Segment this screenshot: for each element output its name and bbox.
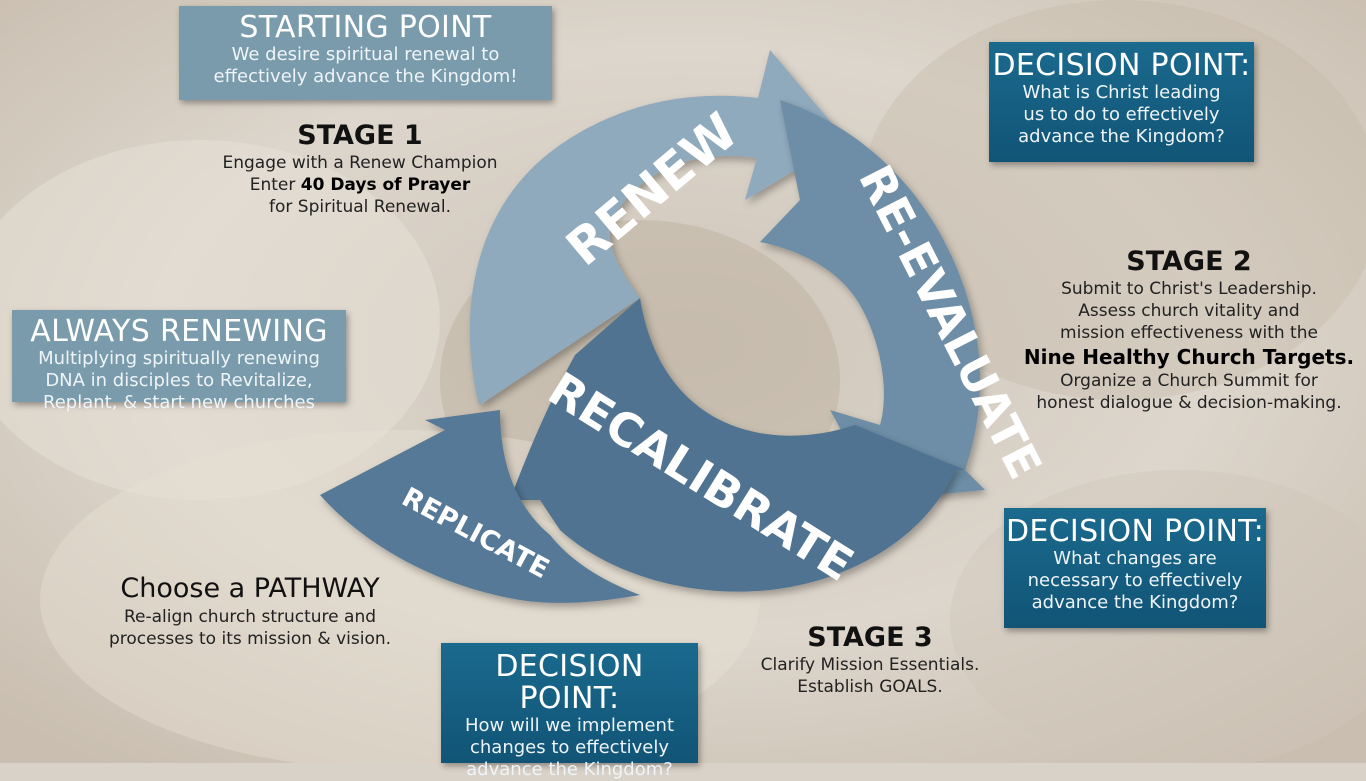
stage-2-line-6: honest dialogue & decision-making.	[1036, 393, 1342, 413]
starting-point-title: STARTING POINT	[239, 10, 492, 45]
decision-point-3-line-1: How will we implement	[464, 715, 675, 736]
always-renewing-title: ALWAYS RENEWING	[30, 314, 328, 349]
stage-3-line-2: Establish GOALS.	[797, 677, 943, 697]
renewal-cycle-diagram: RENEW RE-EVALUATE RECALIBRATE REPLICATE	[320, 50, 1052, 603]
pathway-text: Choose a PATHWAY Re-align church structu…	[70, 572, 430, 650]
decision-point-3-title: DECISION POINT:	[495, 649, 644, 716]
decision-point-3-line-2: changes to effectively	[469, 737, 670, 758]
stage-1-title: STAGE 1	[297, 120, 423, 151]
renew-arrow	[469, 50, 846, 405]
stage-3-text: STAGE 3 Clarify Mission Essentials. Esta…	[735, 622, 1005, 698]
always-renewing-line-2: DNA in disciples to Revitalize,	[45, 370, 313, 391]
decision-point-3-line-3: advance the Kingdom?	[466, 759, 673, 780]
decision-point-1-line-1: What is Christ leading	[1022, 82, 1221, 103]
nine-healthy-church-targets: Nine Healthy Church Targets.	[1023, 345, 1355, 369]
stage-3-line-1: Clarify Mission Essentials.	[760, 655, 980, 675]
stage-2-line-1: Submit to Christ's Leadership.	[1061, 279, 1317, 299]
decision-point-2-line-2: necessary to effectively	[1027, 570, 1243, 591]
stage-2-line-5: Organize a Church Summit for	[1060, 371, 1318, 391]
replicate-arrow	[320, 410, 640, 603]
decision-point-1-box: DECISION POINT: What is Christ leading u…	[989, 42, 1254, 162]
stage-2-text: STAGE 2 Submit to Christ's Leadership. A…	[1018, 246, 1360, 414]
decision-point-2-box: DECISION POINT: What changes are necessa…	[1004, 508, 1266, 628]
starting-point-line-2: effectively advance the Kingdom!	[213, 66, 518, 87]
pathway-title: Choose a PATHWAY	[120, 573, 380, 604]
stage-1-text: STAGE 1 Engage with a Renew Champion Ent…	[190, 120, 530, 218]
forty-days-of-prayer: 40 Days of Prayer	[300, 175, 471, 195]
pathway-line-2: processes to its mission & vision.	[108, 629, 392, 649]
starting-point-line-1: We desire spiritual renewal to	[231, 44, 500, 65]
always-renewing-box: ALWAYS RENEWING Multiplying spiritually …	[12, 310, 346, 413]
decision-point-2-title: DECISION POINT:	[1006, 514, 1264, 549]
always-renewing-line-1: Multiplying spiritually renewing	[38, 348, 320, 369]
decision-point-1-line-2: us to do to effectively	[1023, 104, 1220, 125]
stage-2-line-3: mission effectiveness with the	[1060, 323, 1318, 343]
always-renewing-line-3: Replant, & start new churches	[43, 392, 315, 413]
decision-point-2-line-3: advance the Kingdom?	[1031, 592, 1239, 613]
stage-2-line-2: Assess church vitality and	[1078, 301, 1300, 321]
re-evaluate-arrow	[760, 100, 985, 500]
decision-point-1-title: DECISION POINT:	[992, 48, 1251, 83]
stage-1-line-1: Engage with a Renew Champion	[222, 153, 498, 173]
stage-1-line-3: for Spiritual Renewal.	[269, 197, 451, 217]
starting-point-box: STARTING POINT We desire spiritual renew…	[179, 6, 552, 100]
decision-point-3-box: DECISION POINT: How will we implement ch…	[441, 643, 698, 780]
stage-2-title: STAGE 2	[1126, 246, 1252, 277]
stage-1-line-2: Enter 40 Days of Prayer	[249, 175, 471, 195]
stage-3-title: STAGE 3	[807, 622, 933, 653]
decision-point-2-line-1: What changes are	[1053, 548, 1217, 569]
recalibrate-arrow	[510, 298, 965, 592]
pathway-line-1: Re-align church structure and	[123, 607, 377, 627]
decision-point-1-line-3: advance the Kingdom?	[1018, 126, 1225, 147]
